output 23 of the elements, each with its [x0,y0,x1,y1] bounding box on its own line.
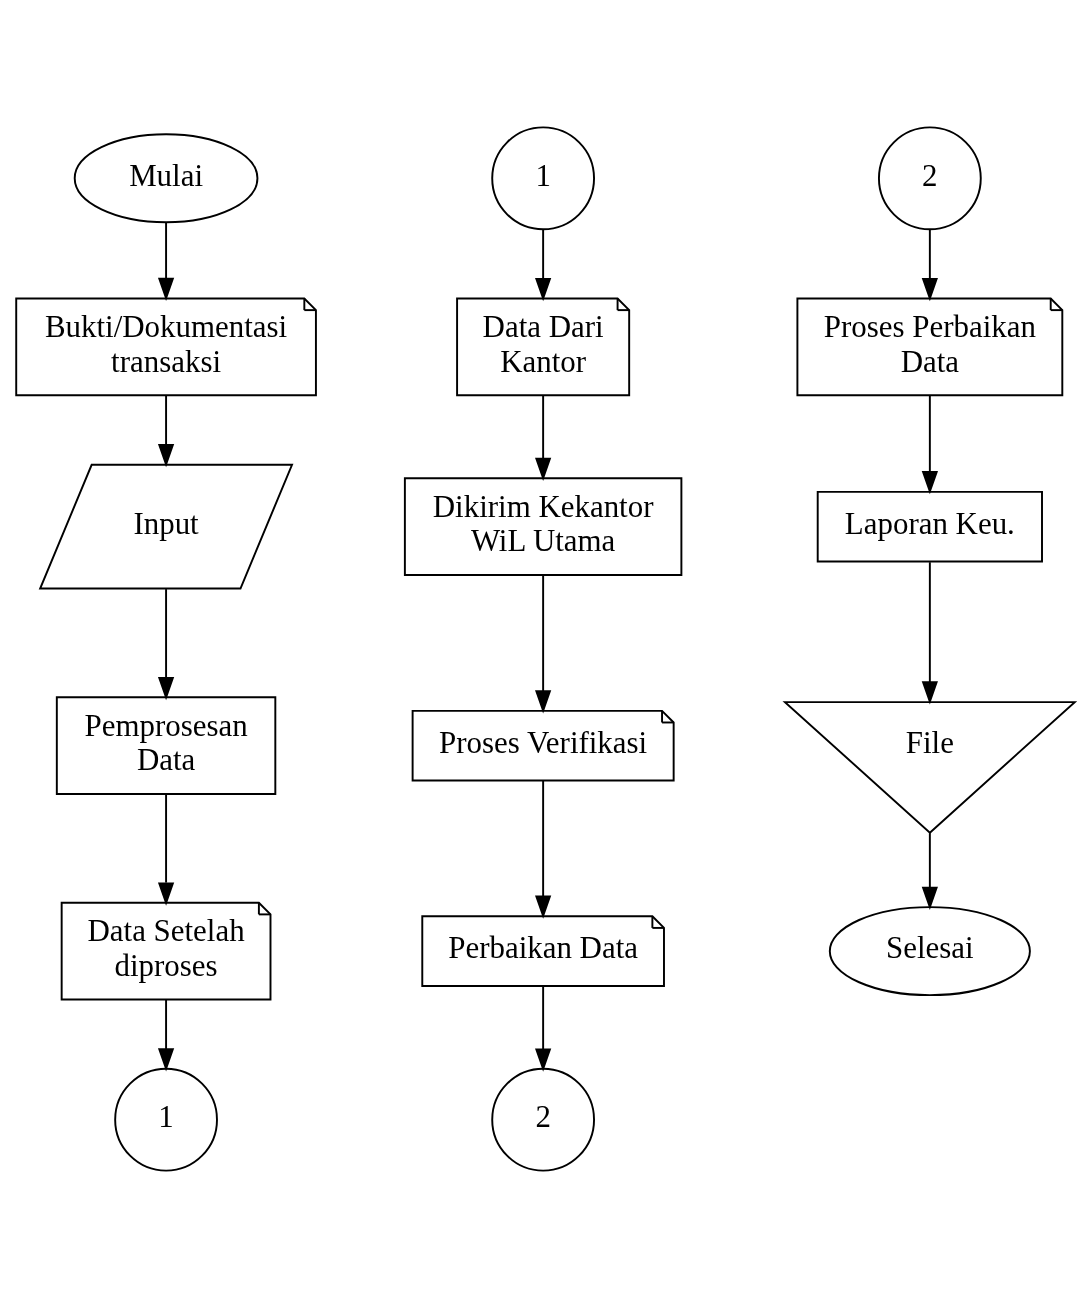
node-ellipse: Selesai [828,905,1031,996]
node-circle: 2 [491,1067,595,1172]
arrow [535,228,552,301]
node-ellipse: Mulai [73,132,259,223]
arrow [921,560,938,704]
arrow [157,394,175,467]
arrow [535,779,552,919]
node-box: Laporan Keu. [816,490,1043,562]
node-circle: 2 [877,125,982,230]
arrow [921,394,938,494]
arrow [535,394,552,481]
node-circle: 1 [114,1067,218,1172]
node-circle: 1 [491,125,595,230]
arrow [921,228,938,301]
arrow [535,573,552,713]
arrow [921,831,938,910]
arrow [535,984,552,1072]
arrow [157,221,175,301]
arrow [157,792,175,906]
arrow [157,998,175,1071]
node-box: Dikirim Kekantor WiL Utama [403,476,683,576]
node-box: Pemprosesan Data [55,695,277,795]
arrow [157,587,175,700]
